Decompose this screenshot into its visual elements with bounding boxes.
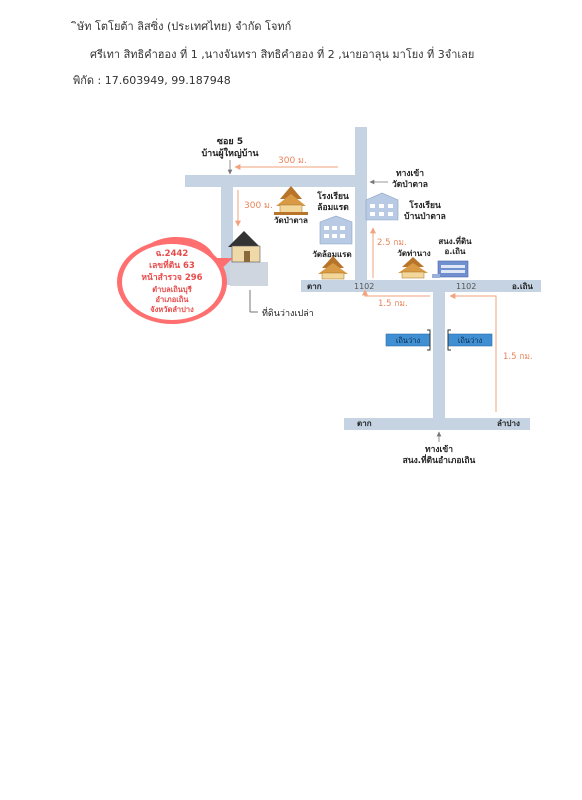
temple-wat-lommaet-icon (318, 256, 348, 280)
road-tak-lampang (344, 418, 530, 430)
village-head-label: บ้านผู้ใหญ่บ้าน (201, 147, 259, 159)
wat-tha-nang-label: วัดท่านาง (397, 249, 430, 258)
sign-right-text: เถินว่าง (458, 336, 483, 345)
dist-1-5km-left: 1.5 กม. (378, 299, 408, 309)
dist-2-5km: 2.5 กม. (377, 238, 407, 248)
entrance-bottom-label-2: สนง.ที่ดินอำเภอเถิน (403, 453, 476, 466)
header-parties: ศรีเทา สิทธิคำฮอง ที่ 1 ,นางจันทรา สิทธิ… (90, 48, 475, 61)
school-lommaet-icon (319, 215, 353, 245)
header-coordinates: พิกัด : 17.603949, 99.187948 (73, 74, 231, 87)
school-ban-pa-tan-label: โรงเรียน (408, 200, 441, 211)
arrow-1-5km-left (362, 289, 430, 297)
arrow-1-5km-right (449, 293, 497, 412)
thoen-label: อ.เถิน (512, 282, 533, 291)
road-wat-pa-tan-vertical (355, 127, 367, 287)
dist-300m-top: 300 ม. (278, 156, 307, 166)
school-ban-pa-tan-label-2: บ้านป่าตาล (404, 211, 446, 222)
school-lommaet-label: โรงเรียน (316, 191, 349, 202)
house-icon (228, 231, 261, 263)
wat-entrance-label-2: วัดป่าตาล (392, 179, 428, 190)
sign-bracket-left (427, 329, 431, 351)
wat-lommaet-label: วัดล้อมแรด (312, 249, 351, 259)
header-company: ิษัท โตโยต้า ลิสซิ่ง (ประเทศไทย) จำกัด โ… (77, 20, 292, 33)
soi5-label: ซอย 5 (217, 137, 243, 147)
sign-bracket-right (447, 329, 451, 351)
bubble-line-5: อำเภอเถิน (156, 295, 190, 304)
land-office-label-2: อ.เถิน (445, 247, 466, 256)
tak-label-bottom: ตาก (357, 419, 372, 428)
vacant-land-plot (230, 262, 268, 286)
road-1102-right-label: 1102 (456, 282, 476, 291)
road-1102-left-label: 1102 (354, 282, 374, 291)
bubble-line-3: หน้าสำรวจ 296 (141, 272, 202, 283)
roads (185, 127, 541, 430)
tak-label-top: ตาก (307, 282, 322, 291)
sign-left-text: เถินว่าง (396, 336, 421, 345)
vacant-land-label: ที่ดินว่างเปล่า (262, 306, 314, 319)
bubble-line-1: ฉ.2442 (156, 249, 189, 259)
temple-wat-tha-nang-icon (398, 257, 428, 279)
school-ban-pa-tan-icon (365, 192, 399, 221)
land-office-label: สนง.ที่ดิน (438, 235, 472, 246)
road-1102 (301, 280, 541, 292)
bubble-line-6: จังหวัดลำปาง (150, 305, 194, 314)
school-lommaet-label-2: ล้อมแรด (317, 202, 349, 213)
entrance-bottom-label: ทางเข้า (425, 444, 453, 455)
wat-pa-tan-label: วัดป่าตาล (274, 216, 308, 225)
temple-wat-pa-tan-icon (274, 186, 308, 215)
wat-entrance-label: ทางเข้า (396, 168, 424, 179)
property-info-bubble: ฉ.2442 เลขที่ดิน 63 หน้าสำรวจ 296 ตำบลเถ… (117, 237, 233, 324)
dist-1-5km-right: 1.5 กม. (503, 352, 533, 362)
bubble-line-4: ตำบลเถินบุรี (152, 285, 192, 294)
road-soi5-horizontal (185, 175, 355, 187)
land-office-icon (432, 260, 469, 278)
dist-300m-side: 300 ม. (244, 201, 273, 211)
road-to-land-office (433, 285, 445, 425)
lampang-label: ลำปาง (497, 419, 520, 428)
bubble-line-2: เลขที่ดิน 63 (149, 258, 195, 271)
